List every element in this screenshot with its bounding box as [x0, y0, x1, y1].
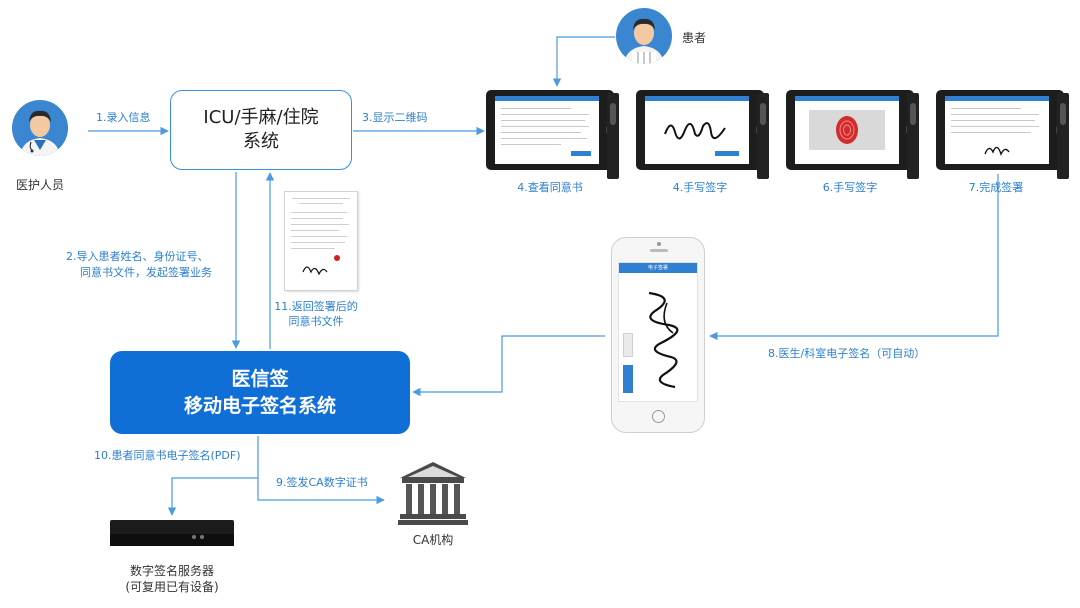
tablet-screen [495, 96, 599, 164]
tablet-handwrite [636, 90, 764, 170]
arrow-phone-main [412, 335, 605, 397]
tablet-fingerprint [786, 90, 914, 170]
server-icon [110, 520, 234, 546]
step-2-label-line1: 2.导入患者姓名、身份证号、 [66, 250, 209, 263]
ca-label: CA机构 [412, 533, 454, 547]
signature-icon [664, 122, 726, 140]
tablet-screen [645, 96, 749, 164]
arrow-step-10 [167, 436, 259, 516]
arrow-step-9 [257, 478, 385, 505]
phone-screen: 电子签署 [618, 262, 698, 402]
step-4-sign-label: 4.手写签字 [672, 181, 728, 194]
arrow-step-8 [709, 174, 999, 341]
step-9-label: 9.签发CA数字证书 [276, 476, 368, 489]
step-11-label-line2: 同意书文件 [288, 315, 344, 328]
tablet-dock [757, 93, 769, 179]
step-1-label: 1.录入信息 [96, 111, 151, 124]
main-system-subtitle: 移动电子签名系统 [183, 394, 336, 417]
step-2-label-line2: 同意书文件，发起签署业务 [80, 266, 212, 279]
main-system-title: 医信签 [231, 367, 289, 390]
server-label-line1: 数字签名服务器 [129, 564, 214, 578]
signature-icon [984, 146, 1010, 156]
main-system-box: 医信签 移动电子签名系统 [110, 351, 410, 434]
ca-building-icon [398, 462, 468, 525]
step-6-label: 6.手写签字 [822, 181, 878, 194]
smartphone-icon: 电子签署 [611, 237, 705, 433]
tablet-complete [936, 90, 1064, 170]
icu-system-title: ICU/手麻/住院 [203, 107, 319, 128]
server-label-line2: (可复用已有设备) [125, 580, 219, 594]
tablet-screen [945, 96, 1049, 164]
document-icon [284, 191, 358, 291]
tablet-screen [795, 96, 899, 164]
icu-system-box: ICU/手麻/住院 系统 [170, 90, 352, 170]
step-10-label: 10.患者同意书电子签名(PDF) [94, 449, 241, 462]
medical-staff-label: 医护人员 [15, 178, 64, 192]
patient-label: 患者 [682, 31, 707, 45]
fingerprint-icon [836, 116, 858, 144]
signature-icon [648, 291, 679, 389]
arrow-patient [552, 36, 615, 87]
phone-header-title: 电子签署 [647, 265, 668, 271]
tablet-dock [1057, 93, 1069, 179]
icu-system-subtitle: 系统 [243, 131, 279, 152]
doctor-avatar-icon [12, 100, 68, 156]
tablet-view-consent [486, 90, 614, 170]
step-7-label: 7.完成签署 [968, 181, 1024, 194]
step-3-label: 3.显示二维码 [362, 111, 428, 124]
step-4-view-label: 4.查看同意书 [517, 181, 583, 194]
tablet-dock [907, 93, 919, 179]
step-11-label-line1: 11.返回签署后的 [274, 300, 358, 313]
patient-avatar-icon [616, 8, 672, 64]
step-8-label: 8.医生/科室电子签名（可自动） [768, 347, 926, 360]
tablet-dock [607, 93, 619, 179]
